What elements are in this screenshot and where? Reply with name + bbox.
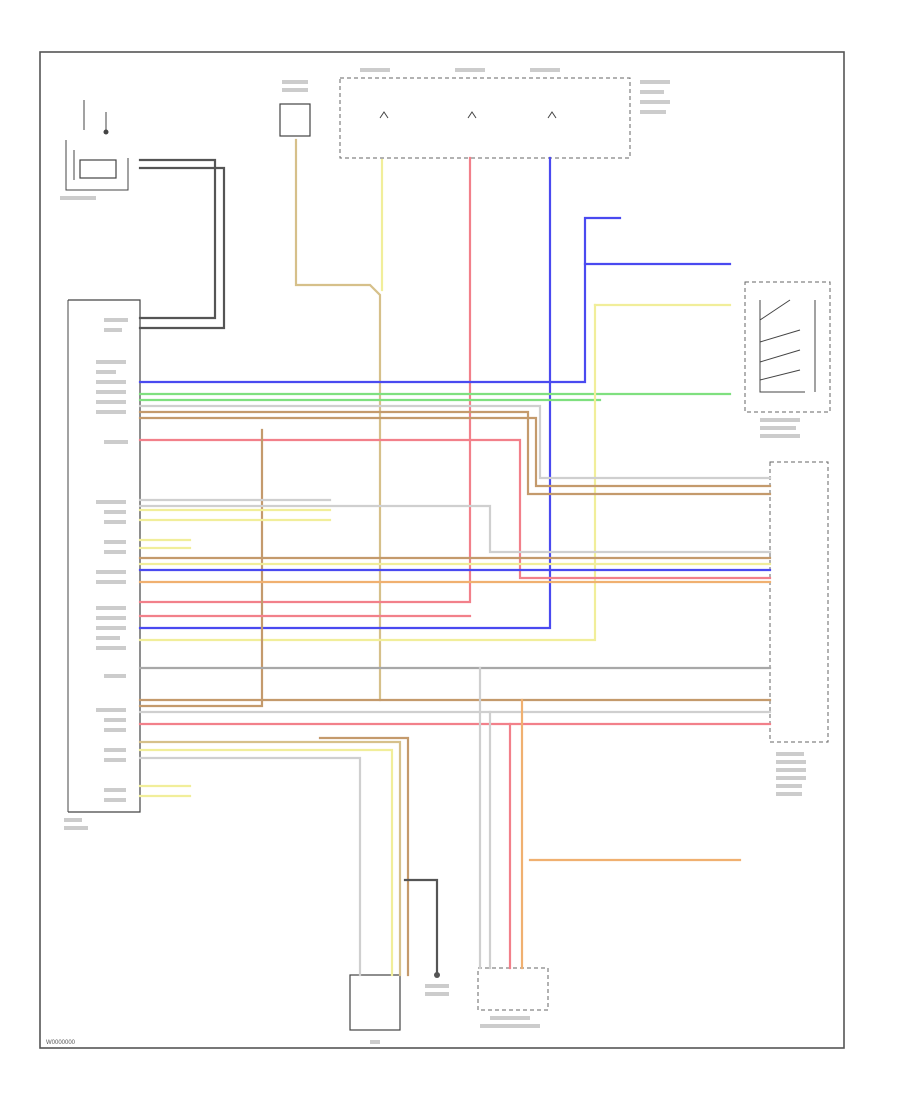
- steering-switch: [744, 281, 831, 438]
- wire-ground: [403, 878, 439, 974]
- wire-red-2: [138, 438, 772, 580]
- antenna-cable-1: [138, 158, 217, 320]
- bottom-connector-right: [477, 967, 549, 1028]
- left-pin-labels: [96, 318, 128, 802]
- fuse-feed-blue: [138, 156, 552, 630]
- fuse-feed-red: [138, 156, 472, 604]
- roof-antenna: [60, 100, 129, 200]
- wire-gray-6: [138, 756, 362, 977]
- bottom-connector-left: [349, 974, 401, 1044]
- wire-tan-1: [138, 740, 402, 977]
- right-module: [769, 461, 829, 796]
- wire-gray-3: [138, 504, 772, 554]
- wire-gray-1: [138, 404, 772, 480]
- antenna-cable-2: [138, 166, 226, 330]
- wire-yellow-drop: [138, 303, 597, 642]
- amp-feed: [294, 138, 382, 702]
- wire-brown-1: [138, 410, 772, 496]
- wire-brown-drop: [138, 428, 264, 708]
- wire-brown-2: [138, 416, 772, 488]
- wire-tan-2: [138, 748, 394, 977]
- fuse-box: [339, 68, 670, 159]
- wire-brown-5: [318, 736, 410, 977]
- diagram-frame: [39, 51, 845, 1049]
- ground-symbol: [425, 972, 449, 996]
- wire-layer: [138, 138, 772, 977]
- amplifier-box: [279, 80, 311, 137]
- audio-unit: [64, 299, 141, 830]
- wire-blue-top: [138, 216, 622, 384]
- footer-code: W0000000: [46, 1040, 76, 1046]
